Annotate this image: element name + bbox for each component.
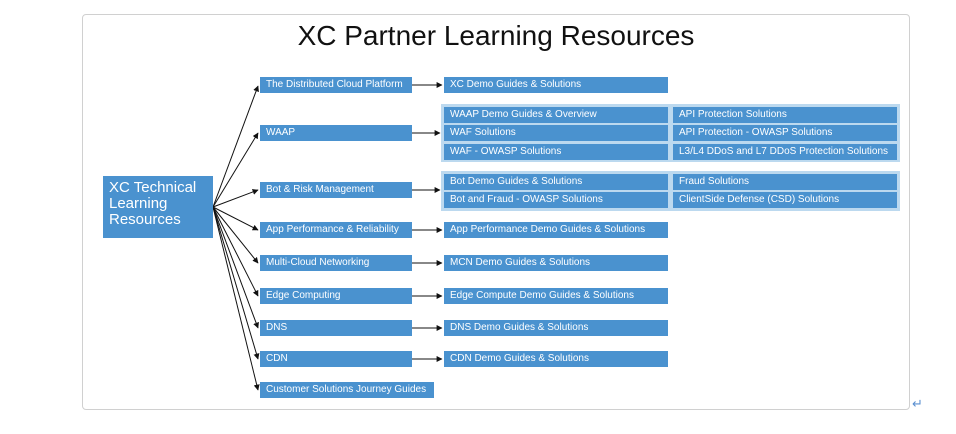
resource-waf-owasp: WAF - OWASP Solutions xyxy=(444,144,668,160)
category-to-resource-arrows xyxy=(412,82,443,362)
arrow-to-edge xyxy=(212,206,259,297)
category-edge: Edge Computing xyxy=(260,288,412,304)
resource-api-protection: API Protection Solutions xyxy=(673,107,897,123)
resource-dns: DNS Demo Guides & Solutions xyxy=(444,320,668,336)
resource-api-owasp: API Protection - OWASP Solutions xyxy=(673,125,897,141)
resource-platform: XC Demo Guides & Solutions xyxy=(444,77,668,93)
resource-bot-fraud-owasp: Bot and Fraud - OWASP Solutions xyxy=(444,192,668,208)
resource-fraud: Fraud Solutions xyxy=(673,174,897,190)
category-bot: Bot & Risk Management xyxy=(260,182,412,198)
resource-app-performance: App Performance Demo Guides & Solutions xyxy=(444,222,668,238)
root-to-category-arrows xyxy=(212,85,260,391)
paragraph-return-icon: ↵ xyxy=(912,396,923,411)
resource-bot-demo: Bot Demo Guides & Solutions xyxy=(444,174,668,190)
category-journey: Customer Solutions Journey Guides xyxy=(260,382,434,398)
arrow-to-app-performance xyxy=(212,206,259,231)
resource-ddos: L3/L4 DDoS and L7 DDoS Protection Soluti… xyxy=(673,144,897,160)
arrow-to-waap xyxy=(212,132,259,208)
arrow-to-bot xyxy=(212,189,259,208)
category-waap: WAAP xyxy=(260,125,412,141)
resource-mcn: MCN Demo Guides & Solutions xyxy=(444,255,668,271)
arrow-to-dns xyxy=(212,206,259,329)
category-app-performance: App Performance & Reliability xyxy=(260,222,412,238)
root-node: XC Technical Learning Resources xyxy=(103,176,213,238)
resource-waap-demo: WAAP Demo Guides & Overview xyxy=(444,107,668,123)
resource-cdn: CDN Demo Guides & Solutions xyxy=(444,351,668,367)
category-mcn: Multi-Cloud Networking xyxy=(260,255,412,271)
arrow-to-platform xyxy=(212,85,259,208)
diagram-title: XC Partner Learning Resources xyxy=(297,20,695,51)
resource-csd: ClientSide Defense (CSD) Solutions xyxy=(673,192,897,208)
arrow-to-journey xyxy=(212,206,260,391)
resource-edge: Edge Compute Demo Guides & Solutions xyxy=(444,288,668,304)
category-dns: DNS xyxy=(260,320,412,336)
category-cdn: CDN xyxy=(260,351,412,367)
arrow-to-mcn xyxy=(212,206,259,264)
arrow-to-cdn xyxy=(212,206,260,360)
resource-waf: WAF Solutions xyxy=(444,125,668,141)
category-platform: The Distributed Cloud Platform xyxy=(260,77,412,93)
